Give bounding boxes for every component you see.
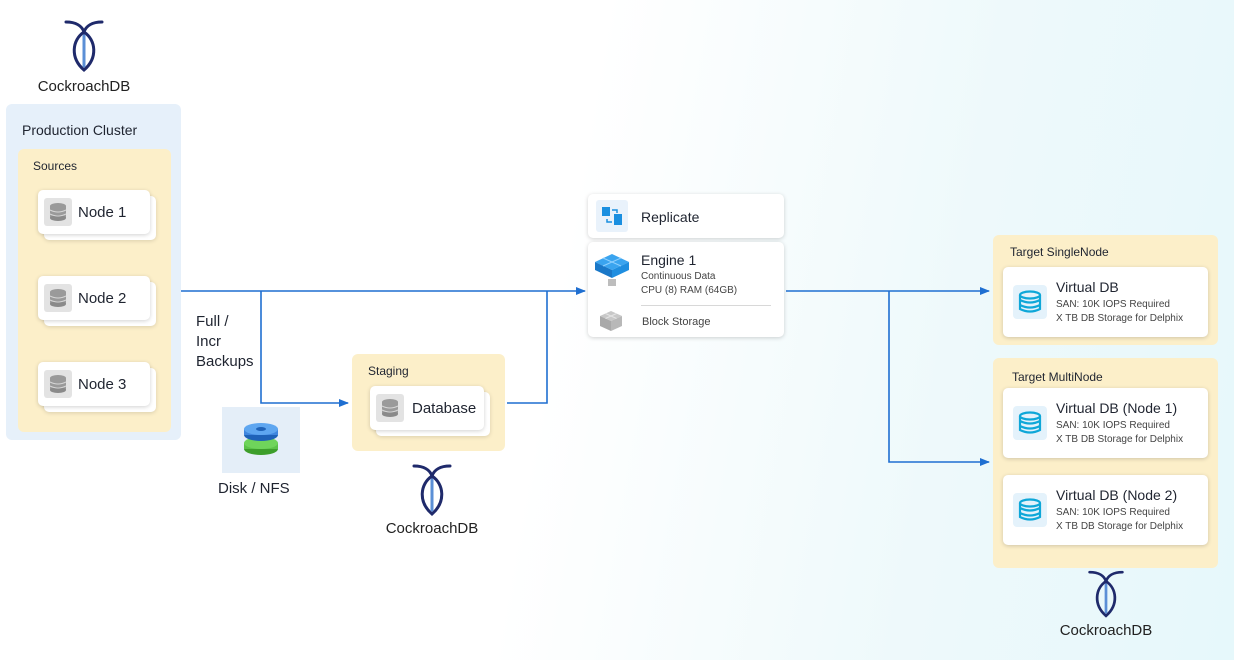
sources-title: Sources (33, 159, 78, 173)
disk-nfs-label: Disk / NFS (218, 480, 290, 497)
database-icon (44, 284, 72, 312)
production-cluster-title: Production Cluster (22, 122, 138, 138)
replicate-icon (596, 200, 628, 232)
cockroach-icon (1088, 570, 1124, 618)
replicate-label: Replicate (641, 209, 700, 225)
cockroach-icon (412, 464, 452, 516)
database-icon (44, 198, 72, 226)
sources-group: Sources Node 1 Node 2 Node 3 (18, 149, 171, 432)
staging-database-card[interactable]: Database (370, 386, 484, 430)
virtual-db-line-1: SAN: 10K IOPS Required (1056, 299, 1170, 310)
cockroach-icon (64, 20, 104, 72)
arrow-backups-to-staging (260, 291, 349, 407)
engine-line-1: Continuous Data (641, 271, 716, 282)
node-3-label: Node 3 (78, 376, 127, 393)
cockroachdb-logo-top: CockroachDB (14, 18, 154, 95)
logo-wordmark: CockroachDB (1059, 622, 1153, 639)
engine-divider (641, 305, 771, 306)
database-icon (376, 394, 404, 422)
virtual-db-node-2-label: Virtual DB (Node 2) (1056, 487, 1178, 503)
virtual-db-node-2-line-2: X TB DB Storage for Delphix (1056, 521, 1184, 532)
virtual-db-card[interactable]: Virtual DB SAN: 10K IOPS Required X TB D… (1003, 267, 1208, 337)
engine-name: Engine 1 (641, 252, 697, 268)
virtual-db-icon (1013, 406, 1047, 440)
arrow-staging-to-engine (507, 291, 548, 404)
backups-line-3: Backups (196, 353, 254, 370)
backups-label: Full / Incr Backups (196, 312, 254, 372)
replicate-card[interactable]: Replicate (588, 194, 784, 238)
target-multinode-panel: Target MultiNode Virtual DB (Node 1) SAN… (993, 358, 1218, 568)
virtual-db-node-1-line-2: X TB DB Storage for Delphix (1056, 434, 1184, 445)
staging-title: Staging (368, 364, 409, 378)
disk-nfs-tile (222, 407, 300, 473)
staging-panel: Staging Database (352, 354, 505, 451)
database-icon (44, 370, 72, 398)
virtual-db-icon (1013, 285, 1047, 319)
node-2-label: Node 2 (78, 290, 127, 307)
virtual-db-icon (1013, 493, 1047, 527)
virtual-db-label: Virtual DB (1056, 279, 1119, 295)
cockroachdb-logo-staging: CockroachDB (362, 462, 502, 537)
node-2-card[interactable]: Node 2 (38, 276, 150, 320)
engine-icon (595, 254, 629, 286)
logo-wordmark: CockroachDB (385, 520, 479, 537)
virtual-db-node-2-line-1: SAN: 10K IOPS Required (1056, 507, 1170, 518)
staging-database-label: Database (412, 400, 477, 417)
backups-line-2: Incr (196, 333, 222, 350)
target-singlenode-panel: Target SingleNode Virtual DB SAN: 10K IO… (993, 235, 1218, 345)
arrow-engine-to-multi (888, 291, 990, 466)
block-storage-label: Block Storage (642, 316, 711, 328)
node-3-card[interactable]: Node 3 (38, 362, 150, 406)
disk-icon (244, 423, 278, 455)
target-multinode-title: Target MultiNode (1012, 370, 1103, 384)
engine-card[interactable]: Engine 1 Continuous Data CPU (8) RAM (64… (588, 242, 784, 337)
production-cluster-panel: Production Cluster Sources Node 1 Node 2… (6, 104, 181, 440)
virtual-db-line-2: X TB DB Storage for Delphix (1056, 313, 1184, 324)
engine-line-2: CPU (8) RAM (64GB) (641, 285, 738, 296)
node-1-card[interactable]: Node 1 (38, 190, 150, 234)
block-storage-icon (600, 311, 622, 331)
backups-line-1: Full / (196, 313, 229, 330)
target-singlenode-title: Target SingleNode (1010, 245, 1109, 259)
virtual-db-node-1-card[interactable]: Virtual DB (Node 1) SAN: 10K IOPS Requir… (1003, 388, 1208, 458)
logo-wordmark: CockroachDB (37, 78, 131, 95)
node-1-label: Node 1 (78, 204, 127, 221)
virtual-db-node-1-line-1: SAN: 10K IOPS Required (1056, 420, 1170, 431)
virtual-db-node-1-label: Virtual DB (Node 1) (1056, 400, 1178, 416)
cockroachdb-logo-targets: CockroachDB (1036, 568, 1176, 639)
virtual-db-node-2-card[interactable]: Virtual DB (Node 2) SAN: 10K IOPS Requir… (1003, 475, 1208, 545)
